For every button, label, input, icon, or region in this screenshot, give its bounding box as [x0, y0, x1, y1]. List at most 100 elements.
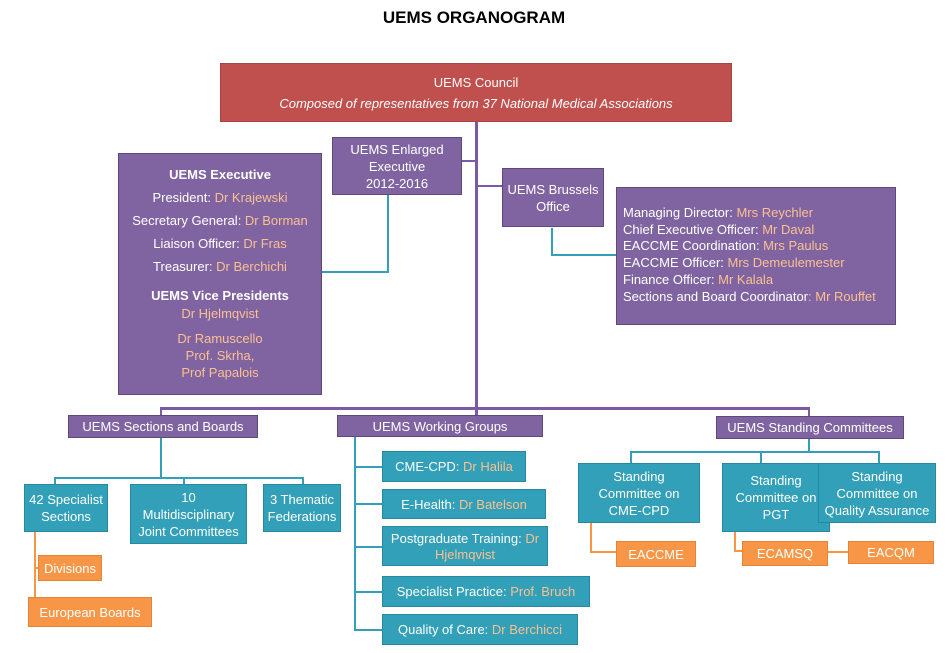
connector-line [462, 160, 476, 162]
member-name: Mrs Paulus [763, 238, 829, 254]
brussels-line2: Office [536, 198, 570, 214]
member-name: Mr Kalala [718, 271, 774, 287]
group-role: CME-CPD: [395, 459, 464, 474]
office-member: EACCME Officer: Mrs Demeulemester [623, 255, 895, 272]
council-name: UEMS Council [433, 74, 519, 90]
committee-line3: CME-CPD [608, 502, 670, 518]
connector-line [160, 437, 162, 479]
group-lead: Prof. Bruch [510, 584, 576, 599]
working-group-item: E-Health: Dr Batelson [382, 489, 546, 519]
mjc-box: 10 Multidisciplinary Joint Committees [130, 484, 247, 544]
member-name: Dr Borman [244, 213, 308, 228]
vice-president: Dr Ramuscello [177, 331, 263, 346]
connector-line [551, 228, 553, 256]
council-box: UEMS Council Composed of representatives… [220, 63, 732, 122]
member-role: Chief Executive Officer: [623, 221, 763, 237]
specialist-sections-box: 42 Specialist Sections [24, 484, 108, 532]
member-role: EACCME Officer: [623, 255, 728, 271]
executive-box: UEMS Executive President: Dr Krajewski S… [118, 153, 322, 395]
standing-committees-header: UEMS Standing Committees [716, 416, 904, 439]
connector-line [354, 503, 382, 505]
committee-line1: Standing [851, 468, 903, 484]
committee-cme-box: Standing Committee on CME-CPD [578, 463, 700, 523]
brussels-office-box: UEMS Brussels Office [502, 168, 604, 227]
group-lead: Dr Batelson [458, 496, 527, 512]
committee-line2: Committee on [598, 485, 680, 501]
connector-line [354, 437, 356, 631]
group-role: Quality of Care: [397, 622, 492, 637]
connector-line [808, 438, 810, 452]
enlarged-years: 2012-2016 [365, 175, 429, 191]
connector-line [34, 567, 38, 569]
connector-line [322, 271, 389, 273]
committee-line1: Standing [613, 468, 665, 484]
member-name: Mrs Reychler [736, 205, 814, 220]
brussels-line1: UEMS Brussels [507, 181, 599, 197]
office-member: Managing Director: Mrs Reychler [623, 205, 895, 222]
eacqm-box: EACQM [848, 541, 934, 564]
member-name: Mrs Demeulemester [727, 255, 845, 271]
working-group-item: Postgraduate Training: Dr Hjelmqvist [382, 526, 548, 566]
connector-line [54, 477, 304, 479]
mjc-line3: Joint Committees [138, 523, 239, 539]
executive-member: President: Dr Krajewski [119, 186, 321, 209]
connector-line [354, 546, 382, 548]
connector-line [476, 185, 502, 187]
connector-line [475, 122, 478, 409]
connector-line [160, 407, 810, 410]
european-boards-box: European Boards [28, 597, 152, 627]
member-role: Sections and Board Coordinator [623, 288, 809, 304]
executive-member: Liaison Officer: Dr Fras [119, 232, 321, 255]
committee-pgt-box: Standing Committee on PGT [722, 463, 830, 532]
connector-line [354, 466, 382, 468]
page-title: UEMS ORGANOGRAM [382, 8, 566, 27]
executive-member: Treasurer: Dr Berchichi [119, 255, 321, 278]
connector-line [630, 451, 880, 453]
group-role: E-Health: [401, 496, 459, 512]
ecamsq-box: ECAMSQ [742, 541, 828, 566]
connector-line [590, 551, 616, 553]
thematic-line2: Federations [267, 509, 337, 524]
committee-line2: Committee on [735, 490, 817, 505]
connector-line [734, 532, 736, 552]
group-lead: Dr Hjelmqvist [435, 531, 540, 562]
connector-line [590, 523, 592, 553]
connector-line [475, 408, 478, 417]
member-role: Finance Officer: [623, 271, 719, 287]
vice-president: Prof Papalois [181, 365, 259, 380]
office-member: EACCME Coordination: Mrs Paulus [623, 238, 895, 255]
mjc-line2: Multidisciplinary [142, 506, 235, 522]
group-lead: Dr Berchicci [491, 622, 562, 637]
mjc-line1: 10 [181, 489, 196, 505]
member-role: EACCME Coordination: [623, 238, 764, 254]
office-member: Finance Officer: Mr Kalala [623, 272, 895, 289]
member-name: Dr Berchichi [216, 259, 287, 274]
vice-president: Dr Hjelmqvist [181, 306, 259, 321]
member-name: Dr Krajewski [214, 190, 288, 205]
office-staff-box: Managing Director: Mrs Reychler Chief Ex… [616, 187, 896, 325]
connector-line [828, 551, 848, 553]
connector-line [34, 532, 36, 612]
thematic-line1: 3 Thematic [269, 492, 335, 507]
executive-member: Secretary General: Dr Borman [119, 209, 321, 232]
vice-president: Prof. Skrha, [185, 348, 255, 363]
connector-line [54, 477, 56, 485]
committee-line2: Committee on [836, 485, 918, 501]
enlarged-line1: UEMS Enlarged [350, 141, 444, 157]
connector-line [354, 591, 382, 593]
connector-line [760, 451, 762, 463]
connector-line [302, 477, 304, 485]
connector-line [630, 451, 632, 463]
connector-line [183, 477, 185, 485]
member-name: Dr Fras [243, 236, 287, 251]
office-member: Sections and Board Coordinator: Mr Rouff… [623, 289, 895, 306]
member-role: President: [152, 190, 215, 205]
connector-line [878, 451, 880, 463]
working-group-item: Quality of Care: Dr Berchicci [382, 614, 578, 645]
connector-line [734, 550, 744, 552]
committee-line3: PGT [762, 507, 790, 522]
working-group-label: Postgraduate Training: Dr Hjelmqvist [383, 531, 547, 563]
working-group-label: E-Health: Dr Batelson [401, 497, 527, 512]
connector-line [808, 408, 810, 417]
member-role: Treasurer: [153, 259, 217, 274]
